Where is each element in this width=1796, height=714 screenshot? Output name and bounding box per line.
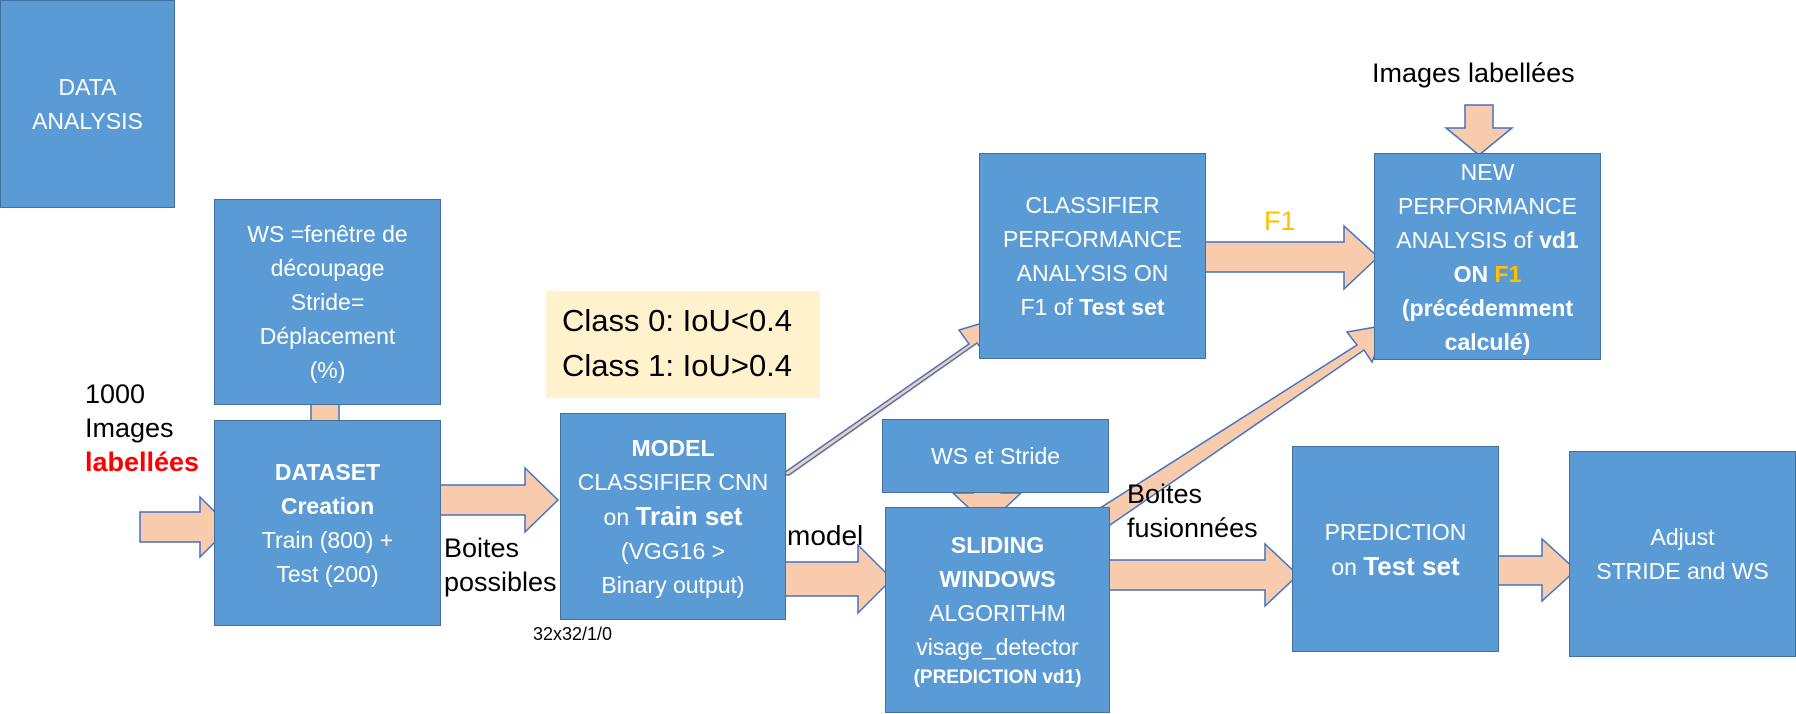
new-performance-box: NEW PERFORMANCE ANALYSIS of vd1 ON F1 (p…: [1374, 153, 1601, 360]
input-images-label: 1000 Images labellées: [85, 377, 215, 479]
classifier-line3: ANALYSIS ON: [1016, 260, 1169, 286]
ws-line2: découpage: [270, 255, 385, 281]
dataset-line3: Train (800) +: [261, 527, 394, 553]
class1-label: Class 1: IoU>0.4: [562, 348, 793, 383]
prediction-line2: on Test set: [1331, 549, 1459, 584]
classifier-f1-of: F1 of: [1020, 294, 1080, 320]
newperf-line6: calculé): [1444, 328, 1531, 355]
newperf-line3: ANALYSIS of vd1: [1396, 223, 1578, 257]
prediction-test-set: Test set: [1363, 550, 1460, 581]
boites-fusionnees-line1: Boites: [1127, 479, 1203, 509]
dataset-line4: Test (200): [276, 561, 379, 587]
newperf-vd1: vd1: [1539, 226, 1579, 253]
ws-et-stride-label: WS et Stride: [930, 443, 1061, 469]
class-threshold-note: Class 0: IoU<0.4 Class 1: IoU>0.4: [546, 291, 820, 398]
adjust-box: Adjust STRIDE and WS: [1569, 451, 1796, 657]
classifier-line4: F1 of Test set: [1020, 290, 1164, 324]
data-analysis-line1: DATA: [58, 74, 117, 100]
ws-line3: Stride=: [290, 289, 365, 315]
images-labellees-top-label: Images labellées: [1372, 58, 1575, 88]
boites-fusionnees-label: Boites fusionnées: [1127, 477, 1287, 545]
prediction-line1: PREDICTION: [1324, 518, 1467, 545]
ws-definition-box: WS =fenêtre de découpage Stride= Déplace…: [214, 199, 441, 405]
arrow-model-to-sliding: [772, 543, 894, 615]
arrow-images-to-newperf: [1443, 104, 1515, 156]
input-images-word: Images: [85, 413, 174, 443]
boites-possibles-line1: Boites: [444, 533, 520, 563]
boites-fusionnees-line2: fusionnées: [1127, 513, 1258, 543]
sliding-windows-box: SLIDING WINDOWS ALGORITHM visage_detecto…: [885, 507, 1110, 713]
model-arrow-label: model: [787, 520, 864, 551]
classifier-line2: PERFORMANCE: [1003, 226, 1182, 252]
model-classifier-box: MODEL CLASSIFIER CNN on Train set (VGG16…: [560, 413, 786, 620]
classifier-performance-box: CLASSIFIER PERFORMANCE ANALYSIS ON F1 of…: [979, 153, 1206, 359]
data-analysis-line2: ANALYSIS: [32, 108, 143, 134]
sliding-line4: visage_detector: [916, 634, 1079, 660]
model-line4: (VGG16 >: [620, 538, 726, 564]
data-analysis-box: DATA ANALYSIS: [0, 0, 175, 208]
boites-possibles-line2: possibles: [444, 567, 557, 597]
ws-et-stride-box: WS et Stride: [882, 419, 1109, 493]
model-line3: on Train set: [604, 499, 743, 534]
input-count: 1000: [85, 379, 146, 409]
ws-line5: (%): [309, 357, 346, 383]
dataset-title2: Creation: [280, 493, 375, 519]
model-line5: Binary output): [601, 572, 745, 598]
sliding-line3: ALGORITHM: [929, 600, 1066, 626]
adjust-line2: STRIDE and WS: [1596, 558, 1769, 584]
model-line2: CLASSIFIER CNN: [577, 469, 769, 495]
ws-line4: Déplacement: [259, 323, 396, 349]
newperf-analysis-of: ANALYSIS of: [1396, 226, 1540, 253]
size-note: 32x32/1/0: [533, 624, 613, 644]
newperf-line5: (précédemment: [1401, 294, 1574, 321]
ws-line1: WS =fenêtre de: [247, 221, 408, 247]
sliding-title2: WINDOWS: [939, 566, 1056, 592]
f1-arrow-label: F1: [1264, 206, 1296, 236]
sliding-line5: (PREDICTION vd1): [913, 667, 1082, 688]
newperf-on: ON: [1453, 260, 1495, 287]
model-title: MODEL: [631, 435, 715, 461]
adjust-line1: Adjust: [1650, 524, 1715, 550]
class0-label: Class 0: IoU<0.4: [562, 303, 793, 338]
dataset-creation-box: DATASET Creation Train (800) + Test (200…: [214, 420, 441, 626]
dataset-title1: DATASET: [274, 459, 381, 485]
sliding-title1: SLIDING: [950, 532, 1045, 558]
prediction-on: on: [1331, 553, 1364, 580]
input-labellees: labellées: [85, 447, 200, 477]
classifier-test-set: Test set: [1079, 294, 1165, 320]
model-line3-on: on: [603, 504, 636, 530]
arrow-prediction-to-adjust: [1497, 537, 1578, 603]
arrow-sliding-to-prediction: [1092, 542, 1300, 608]
newperf-line2: PERFORMANCE: [1398, 192, 1577, 219]
classifier-line1: CLASSIFIER: [1025, 192, 1160, 218]
prediction-box: PREDICTION on Test set: [1292, 446, 1499, 652]
newperf-f1: F1: [1494, 260, 1522, 287]
arrow-classifier-to-newperf: [1191, 224, 1380, 291]
newperf-line4: ON F1: [1454, 257, 1522, 291]
boites-possibles-label: Boites possibles: [444, 531, 574, 599]
model-train-set: Train set: [635, 501, 743, 531]
newperf-line1: NEW: [1460, 158, 1515, 185]
